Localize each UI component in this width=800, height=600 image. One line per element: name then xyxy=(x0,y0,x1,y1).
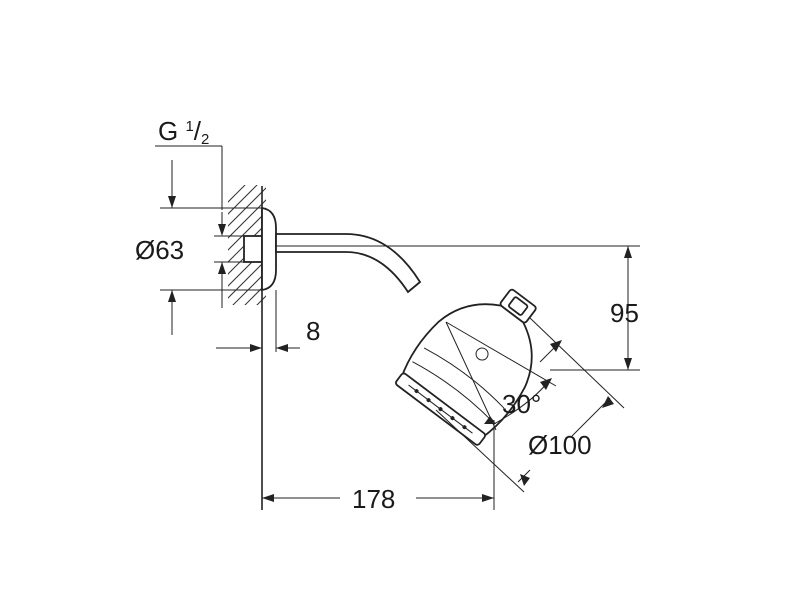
ball-joint-nut xyxy=(508,296,529,316)
drop-label: 95 xyxy=(610,298,639,328)
projection-dimension: 178 xyxy=(262,420,495,514)
spray-angle-label: 30° xyxy=(502,389,541,419)
wall-flange xyxy=(243,206,277,292)
wall-offset-dimension: 8 xyxy=(216,290,320,352)
thread-label: G 1/2 xyxy=(158,116,209,148)
flange-diameter-label: Ø63 xyxy=(135,235,184,265)
shower-arm xyxy=(275,233,422,294)
thread-dimension: G 1/2 xyxy=(155,116,244,308)
projection-label: 178 xyxy=(352,484,395,514)
head-diameter-label: Ø100 xyxy=(528,430,592,460)
head-diameter-dimension: Ø100 xyxy=(435,317,625,493)
wall-offset-label: 8 xyxy=(306,316,320,346)
shower-head xyxy=(395,288,537,446)
drop-dimension: 95 xyxy=(276,245,640,371)
flange-diameter-dimension: Ø63 xyxy=(135,160,262,335)
spray-angle-dimension: 30° xyxy=(445,321,557,431)
